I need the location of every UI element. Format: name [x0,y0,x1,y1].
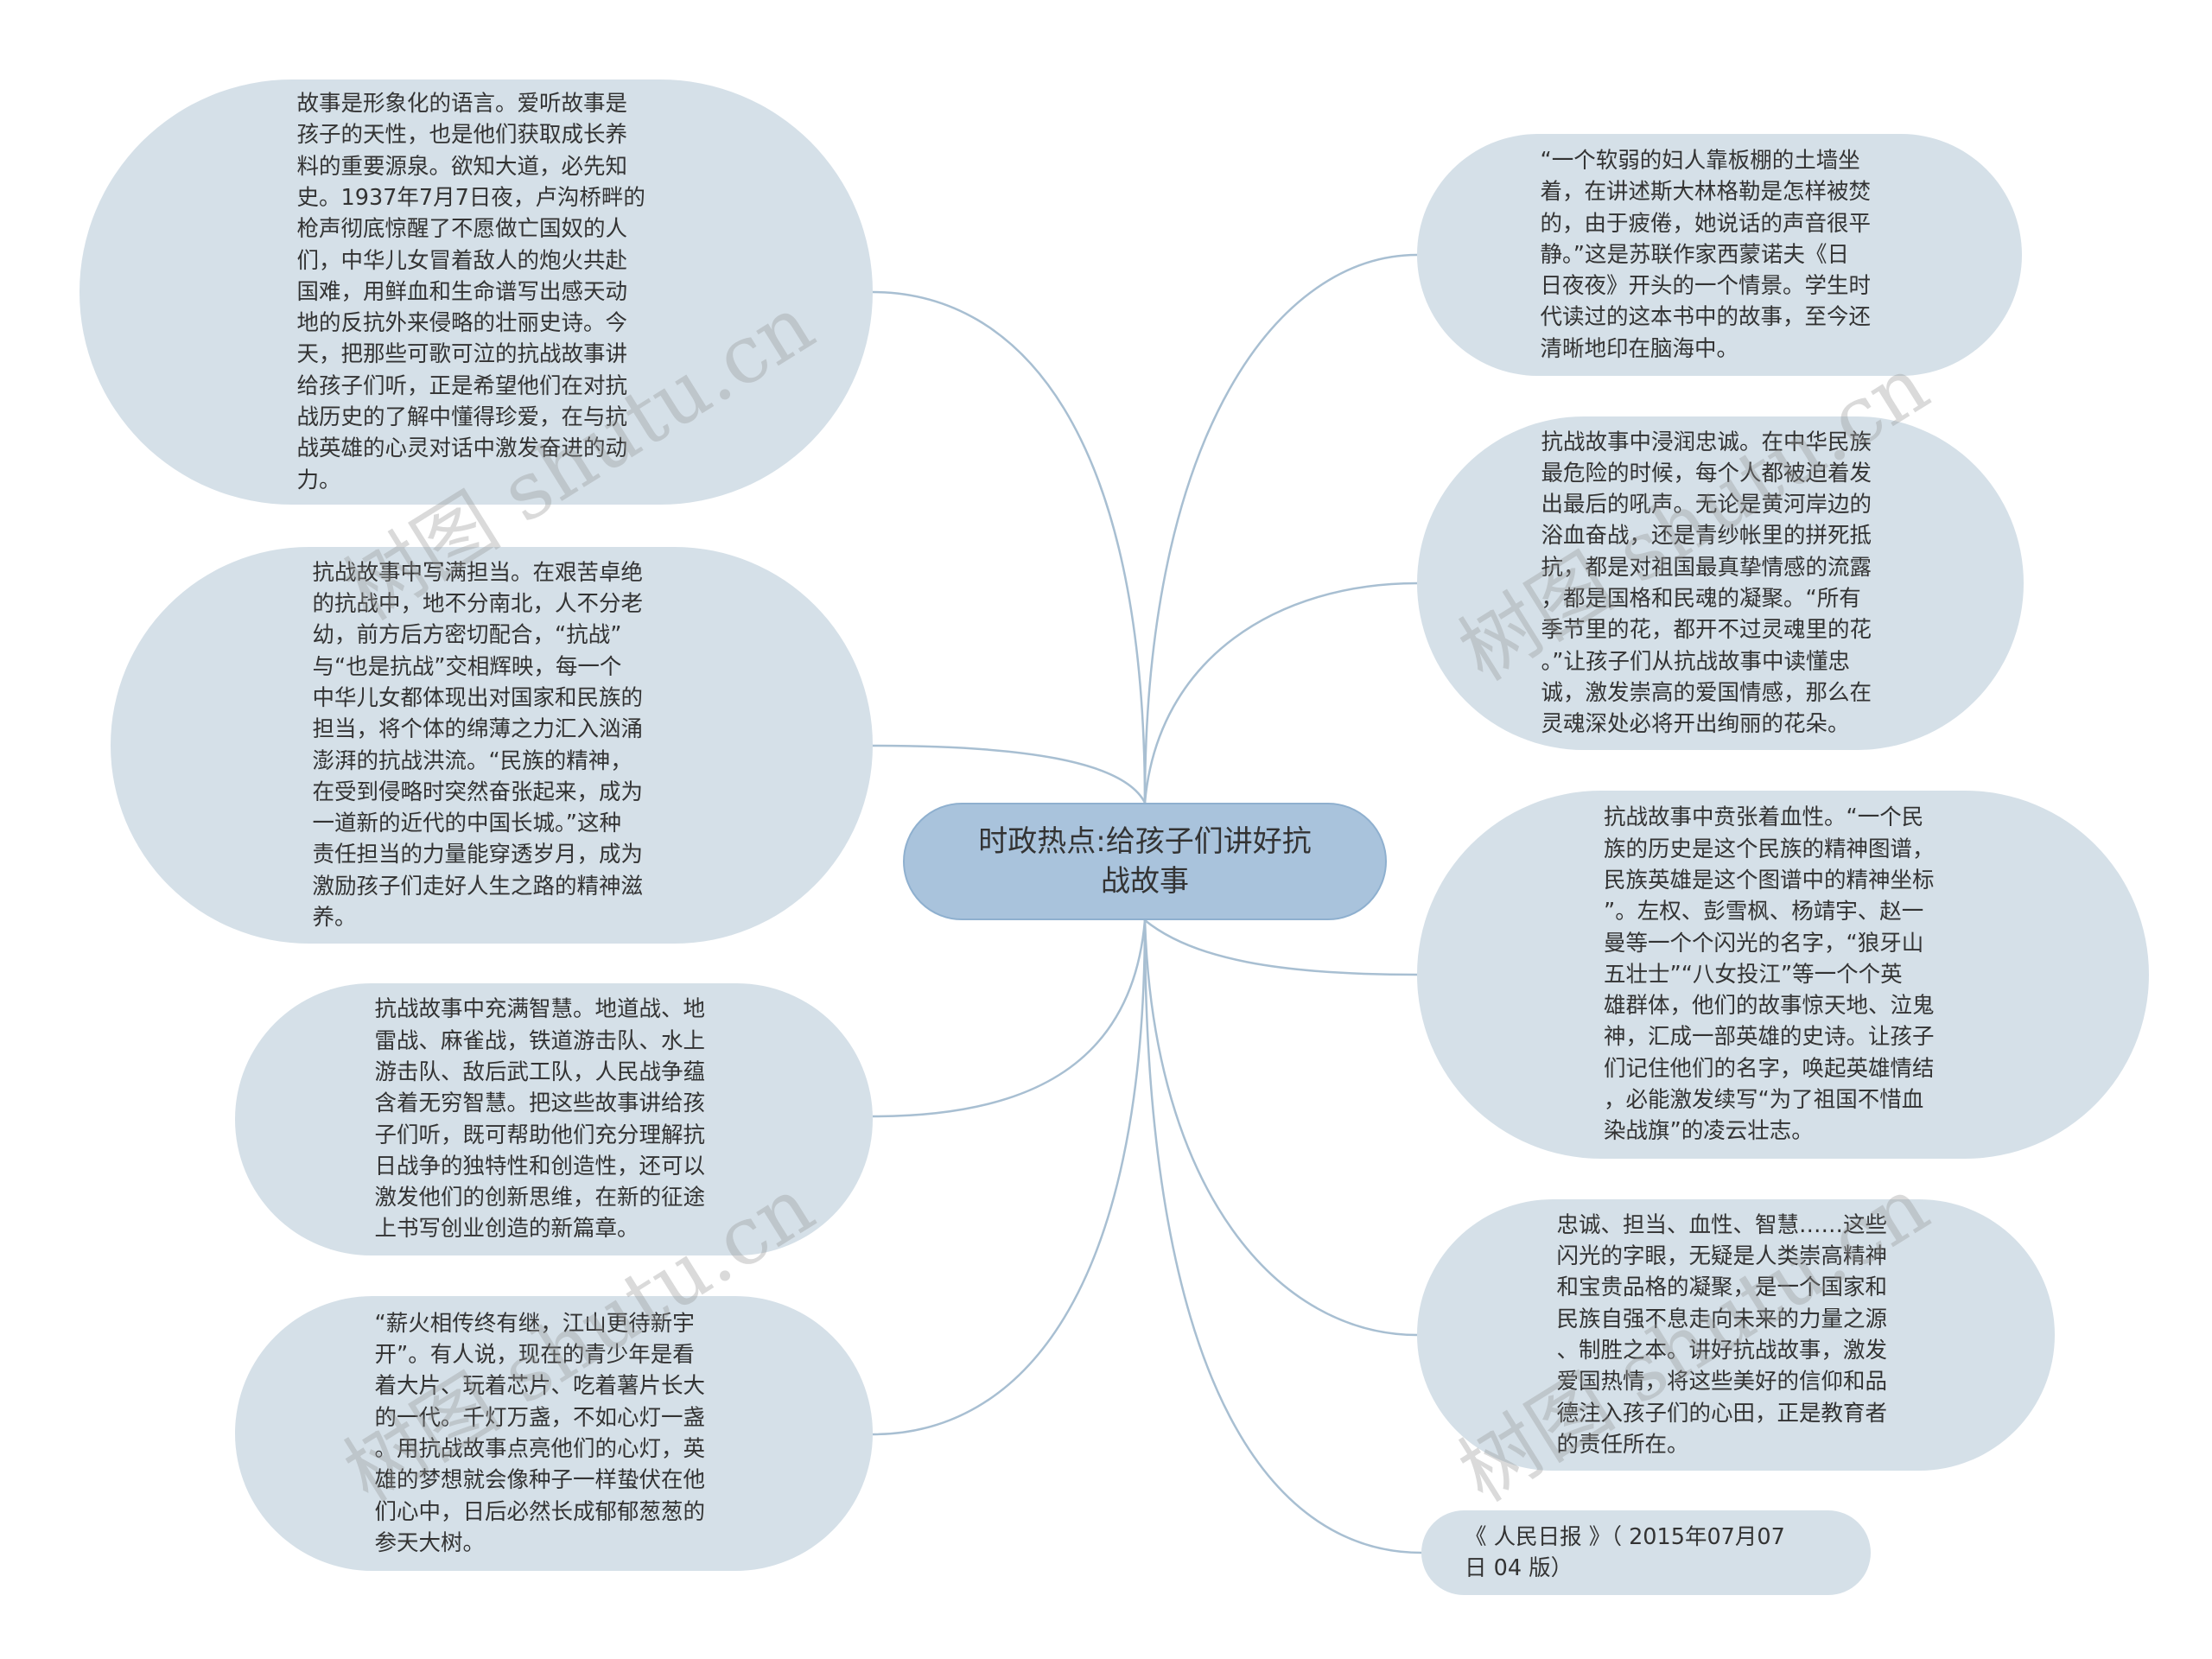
link-right-4 [1143,919,1418,1337]
topic-right-1-text: “一个软弱的妇人靠板棚的土墙坐 着，在讲述斯大林格勒是怎样被焚 的，由于疲倦，她… [1540,147,1872,362]
topic-left-3-text: 抗战故事中充满智慧。地道战、地 雷战、麻雀战，铁道游击队、水上 游击队、敌后武工… [374,996,706,1243]
topic-right-5-text: 《 人民日报 》（ 2015年07月07 日 04 版） [1465,1523,1785,1581]
topic-left-2[interactable]: 抗战故事中写满担当。在艰苦卓绝 的抗战中，地不分南北，人不分老 幼，前方后方密切… [111,547,873,944]
topic-right-4-text: 忠诚、担当、血性、智慧……这些 闪光的字眼，无疑是人类崇高精神 和宝贵品格的凝聚… [1556,1211,1888,1458]
topic-right-2-text: 抗战故事中浸润忠诚。在中华民族 最危险的时候，每个人都被迫着发 出最后的吼声。无… [1541,429,1872,738]
topic-right-1[interactable]: “一个软弱的妇人靠板棚的土墙坐 着，在讲述斯大林格勒是怎样被焚 的，由于疲倦，她… [1417,134,2022,376]
topic-right-3-text: 抗战故事中贲张着血性。“一个民 族的历史是这个民族的精神图谱， 民族英雄是这个图… [1604,804,1935,1145]
link-right-2 [1143,582,1418,804]
link-left-4 [872,919,1147,1436]
link-right-3 [1144,919,1418,976]
topic-left-4[interactable]: “薪火相传终有继，江山更待新宇 开”。有人说，现在的青少年是看 着大片、玩着芯片… [235,1296,873,1571]
link-right-5 [1143,919,1422,1554]
topic-right-3[interactable]: 抗战故事中贲张着血性。“一个民 族的历史是这个民族的精神图谱， 民族英雄是这个图… [1417,791,2149,1159]
link-left-1 [872,290,1147,804]
central-topic-title: 时政热点:给孩子们讲好抗 战故事 [978,824,1312,899]
topic-right-5[interactable]: 《 人民日报 》（ 2015年07月07 日 04 版） [1421,1510,1871,1595]
topic-right-4[interactable]: 忠诚、担当、血性、智慧……这些 闪光的字眼，无疑是人类崇高精神 和宝贵品格的凝聚… [1417,1199,2055,1471]
link-right-1 [1143,253,1418,804]
link-left-2 [872,744,1147,804]
link-left-3 [872,919,1147,1118]
topic-left-1-text: 故事是形象化的语言。爱听故事是 孩子的天性，也是他们获取成长养 料的重要源泉。欲… [296,91,645,493]
topic-left-1[interactable]: 故事是形象化的语言。爱听故事是 孩子的天性，也是他们获取成长养 料的重要源泉。欲… [79,79,873,505]
central-topic[interactable]: 时政热点:给孩子们讲好抗 战故事 [903,803,1387,920]
topic-left-2-text: 抗战故事中写满担当。在艰苦卓绝 的抗战中，地不分南北，人不分老 幼，前方后方密切… [312,559,644,931]
topic-left-3[interactable]: 抗战故事中充满智慧。地道战、地 雷战、麻雀战，铁道游击队、水上 游击队、敌后武工… [235,983,873,1255]
topic-right-2[interactable]: 抗战故事中浸润忠诚。在中华民族 最危险的时候，每个人都被迫着发 出最后的吼声。无… [1417,416,2024,750]
topic-left-4-text: “薪火相传终有继，江山更待新宇 开”。有人说，现在的青少年是看 着大片、玩着芯片… [374,1310,706,1556]
